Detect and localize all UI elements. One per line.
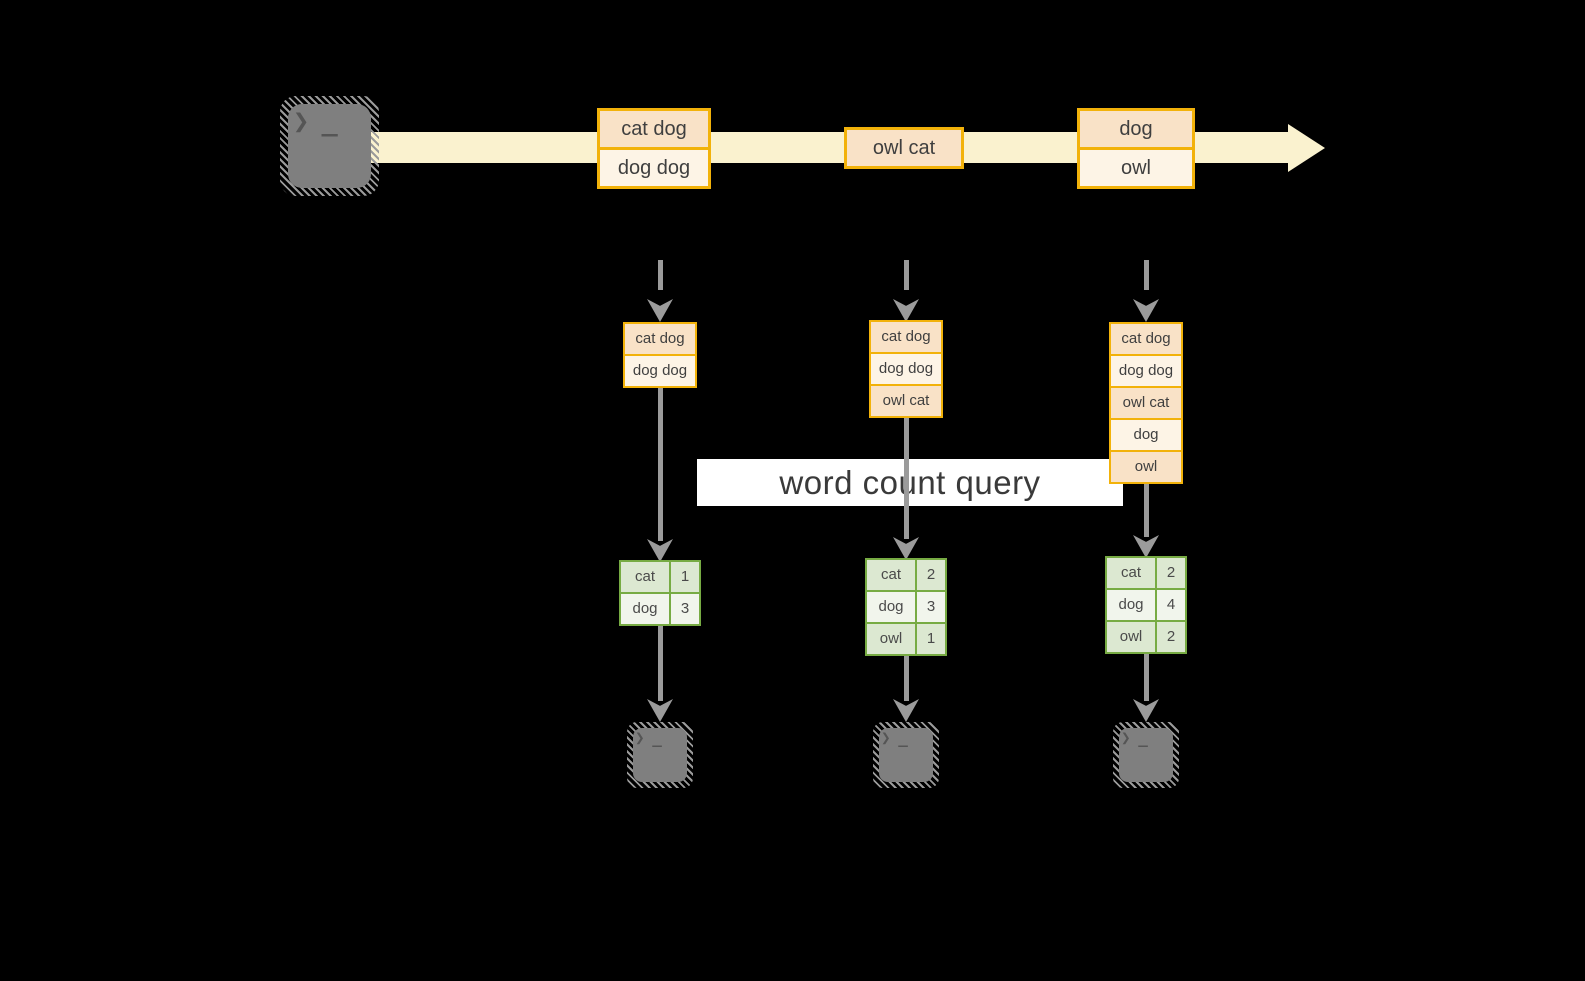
dashed-arrow-icon	[893, 260, 919, 322]
word-cell: owl	[1107, 622, 1157, 652]
arrow-shaft	[1143, 654, 1149, 701]
prompt-icon: ❯ _	[293, 106, 338, 137]
terminal-screen	[879, 728, 933, 782]
arrow-head	[893, 299, 919, 322]
arrow-head	[1133, 535, 1159, 558]
count-table-1: cat 1 dog 3	[619, 560, 701, 626]
arrow-head	[1133, 699, 1159, 722]
count-table-2: cat 2 dog 3 owl 1	[865, 558, 947, 656]
table-row: owl 2	[1107, 620, 1185, 652]
query-arrow-icon	[893, 418, 919, 560]
count-cell: 1	[917, 624, 945, 654]
count-cell: 3	[671, 594, 699, 624]
arrow-shaft	[903, 656, 909, 701]
stack-cell: dog dog	[871, 352, 941, 384]
table-row: dog 4	[1107, 588, 1185, 620]
count-table-3: cat 2 dog 4 owl 2	[1105, 556, 1187, 654]
arrow-shaft	[903, 418, 909, 539]
table-row: dog 3	[867, 590, 945, 622]
terminal-screen	[1119, 728, 1173, 782]
arrow-head	[647, 699, 673, 722]
word-cell: cat	[867, 560, 917, 590]
prompt-icon: ❯ _	[1121, 728, 1148, 747]
stream-arrow-head	[1288, 124, 1325, 172]
prompt-icon: ❯ _	[881, 728, 908, 747]
consumer-terminal-icon: ❯ _	[627, 722, 693, 788]
arrow-head	[647, 299, 673, 322]
output-arrow-icon	[893, 656, 919, 722]
stream-event-box-1: cat dog dog dog	[597, 108, 711, 189]
terminal-screen	[633, 728, 687, 782]
input-stack-1: cat dog dog dog	[623, 322, 697, 388]
event-text: dog	[1080, 111, 1192, 147]
arrow-shaft	[657, 260, 663, 290]
stream-event-box-3: dog owl	[1077, 108, 1195, 189]
dashed-arrow-icon	[1133, 260, 1159, 322]
stack-cell: dog	[1111, 418, 1181, 450]
output-arrow-icon	[647, 626, 673, 722]
event-text: cat dog	[600, 111, 708, 147]
terminal-screen	[288, 104, 371, 188]
count-cell: 1	[671, 562, 699, 592]
arrow-head	[893, 537, 919, 560]
word-cell: owl	[867, 624, 917, 654]
dashed-arrow-icon	[647, 260, 673, 322]
word-cell: cat	[1107, 558, 1157, 588]
word-cell: cat	[621, 562, 671, 592]
word-cell: dog	[621, 594, 671, 624]
count-cell: 4	[1157, 590, 1185, 620]
arrow-shaft	[1143, 260, 1149, 290]
event-text: dog dog	[600, 147, 708, 186]
output-arrow-icon	[1133, 654, 1159, 722]
query-arrow-icon	[647, 388, 673, 562]
stack-cell: cat dog	[625, 324, 695, 354]
stack-cell: dog dog	[625, 354, 695, 386]
event-text: owl	[1080, 147, 1192, 186]
arrow-shaft	[903, 260, 909, 290]
input-stack-3: cat dog dog dog owl cat dog owl	[1109, 322, 1183, 484]
stack-cell: owl cat	[1111, 386, 1181, 418]
arrow-shaft	[1143, 484, 1149, 537]
count-cell: 2	[917, 560, 945, 590]
table-row: cat 2	[867, 560, 945, 590]
prompt-icon: ❯ _	[635, 728, 662, 747]
arrow-head	[1133, 299, 1159, 322]
count-cell: 2	[1157, 622, 1185, 652]
word-cell: dog	[1107, 590, 1157, 620]
table-row: cat 2	[1107, 558, 1185, 588]
consumer-terminal-icon: ❯ _	[873, 722, 939, 788]
stack-cell: cat dog	[871, 322, 941, 352]
arrow-shaft	[657, 626, 663, 701]
consumer-terminal-icon: ❯ _	[1113, 722, 1179, 788]
stream-event-box-2: owl cat	[844, 127, 964, 169]
stack-cell: dog dog	[1111, 354, 1181, 386]
producer-terminal-icon: ❯ _	[280, 96, 379, 196]
query-banner: word count query	[697, 459, 1123, 506]
table-row: owl 1	[867, 622, 945, 654]
stack-cell: owl cat	[871, 384, 941, 416]
table-row: cat 1	[621, 562, 699, 592]
arrow-shaft	[657, 388, 663, 541]
query-arrow-icon	[1133, 484, 1159, 558]
count-cell: 3	[917, 592, 945, 622]
arrow-head	[647, 539, 673, 562]
stack-cell: owl	[1111, 450, 1181, 482]
input-stack-2: cat dog dog dog owl cat	[869, 320, 943, 418]
event-text: owl cat	[847, 130, 961, 166]
query-banner-label: word count query	[779, 463, 1041, 501]
table-row: dog 3	[621, 592, 699, 624]
stack-cell: cat dog	[1111, 324, 1181, 354]
count-cell: 2	[1157, 558, 1185, 588]
arrow-head	[893, 699, 919, 722]
word-cell: dog	[867, 592, 917, 622]
